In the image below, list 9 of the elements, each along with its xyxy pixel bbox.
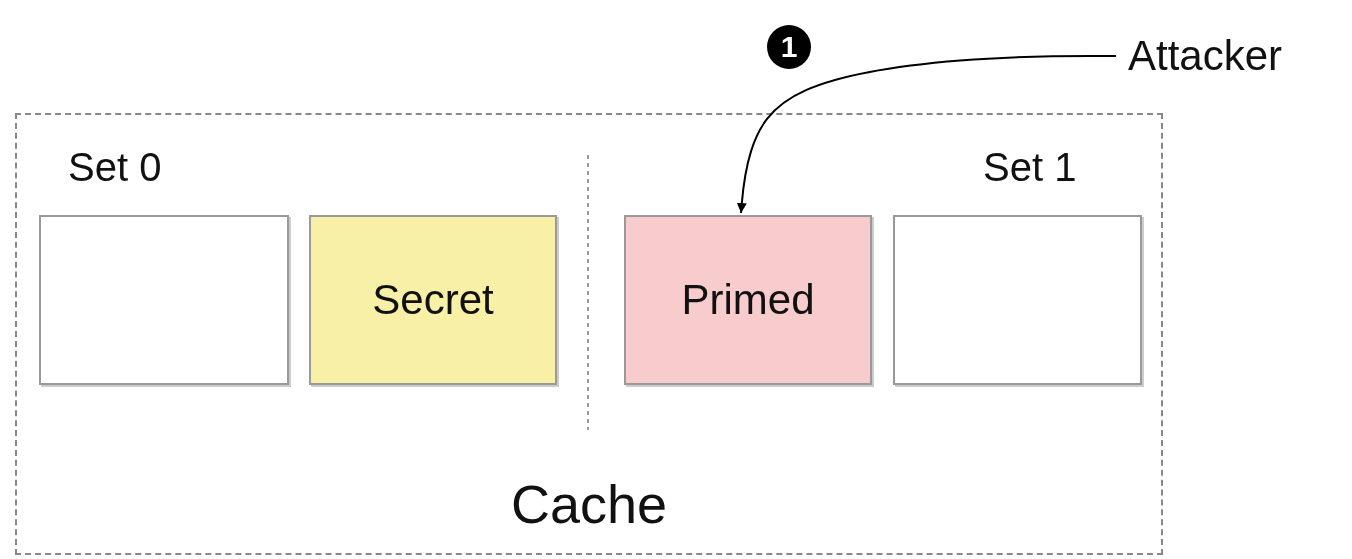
cache-region (15, 113, 1163, 555)
actor-label: Attacker (1128, 32, 1283, 80)
set-label: Set 0 (68, 145, 162, 190)
arrow (736, 55, 1117, 214)
set-label: Set 1 (983, 145, 1077, 190)
line-label: Secret (372, 276, 494, 324)
region-label: Cache (510, 473, 668, 535)
callout-number: 1 (767, 25, 811, 69)
line-label: Primed (681, 276, 815, 324)
